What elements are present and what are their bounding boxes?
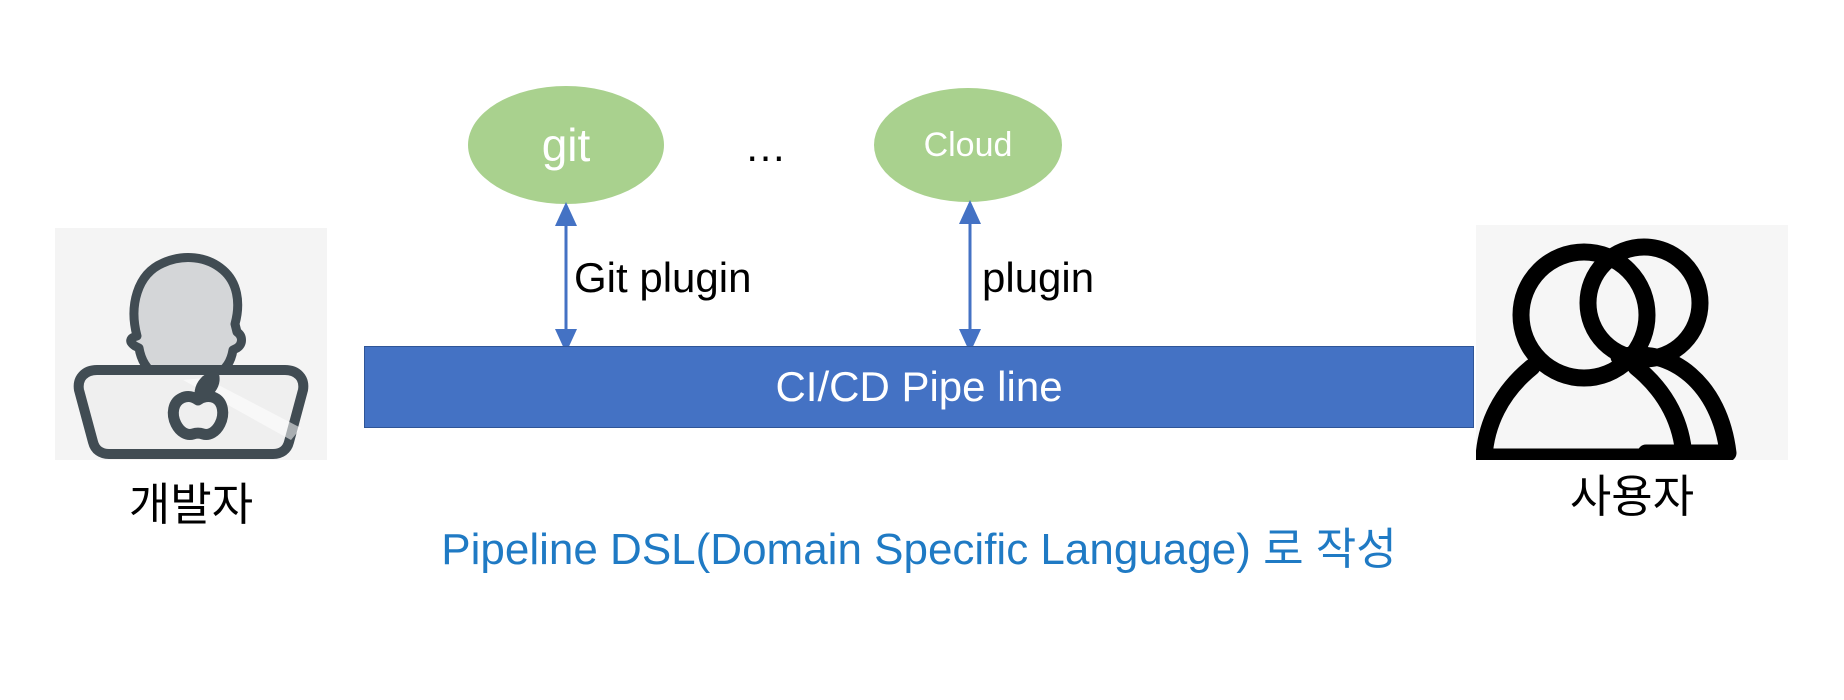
- cicd-pipeline-label: CI/CD Pipe line: [775, 363, 1063, 410]
- developer-label: 개발자: [128, 479, 254, 530]
- cloud-connector-label: plugin: [982, 254, 1095, 301]
- user-icon: [1476, 225, 1788, 460]
- node-git[interactable]: git: [468, 86, 664, 204]
- git-connector-label: Git plugin: [574, 254, 752, 301]
- ellipsis-indicator: …: [744, 123, 788, 170]
- node-git-label: git: [541, 119, 591, 171]
- node-cloud-label: Cloud: [923, 126, 1013, 164]
- pipeline-dsl-caption: Pipeline DSL(Domain Specific Language) 로…: [441, 525, 1397, 574]
- developer-icon: [55, 228, 327, 460]
- cicd-pipeline-bar[interactable]: CI/CD Pipe line: [364, 346, 1474, 428]
- apple-logo-icon: [167, 371, 229, 440]
- cloud-connector-arrow: [959, 200, 981, 353]
- git-connector-arrow: [555, 202, 577, 353]
- node-cloud[interactable]: Cloud: [874, 88, 1062, 202]
- user-label: 사용자: [1569, 471, 1695, 522]
